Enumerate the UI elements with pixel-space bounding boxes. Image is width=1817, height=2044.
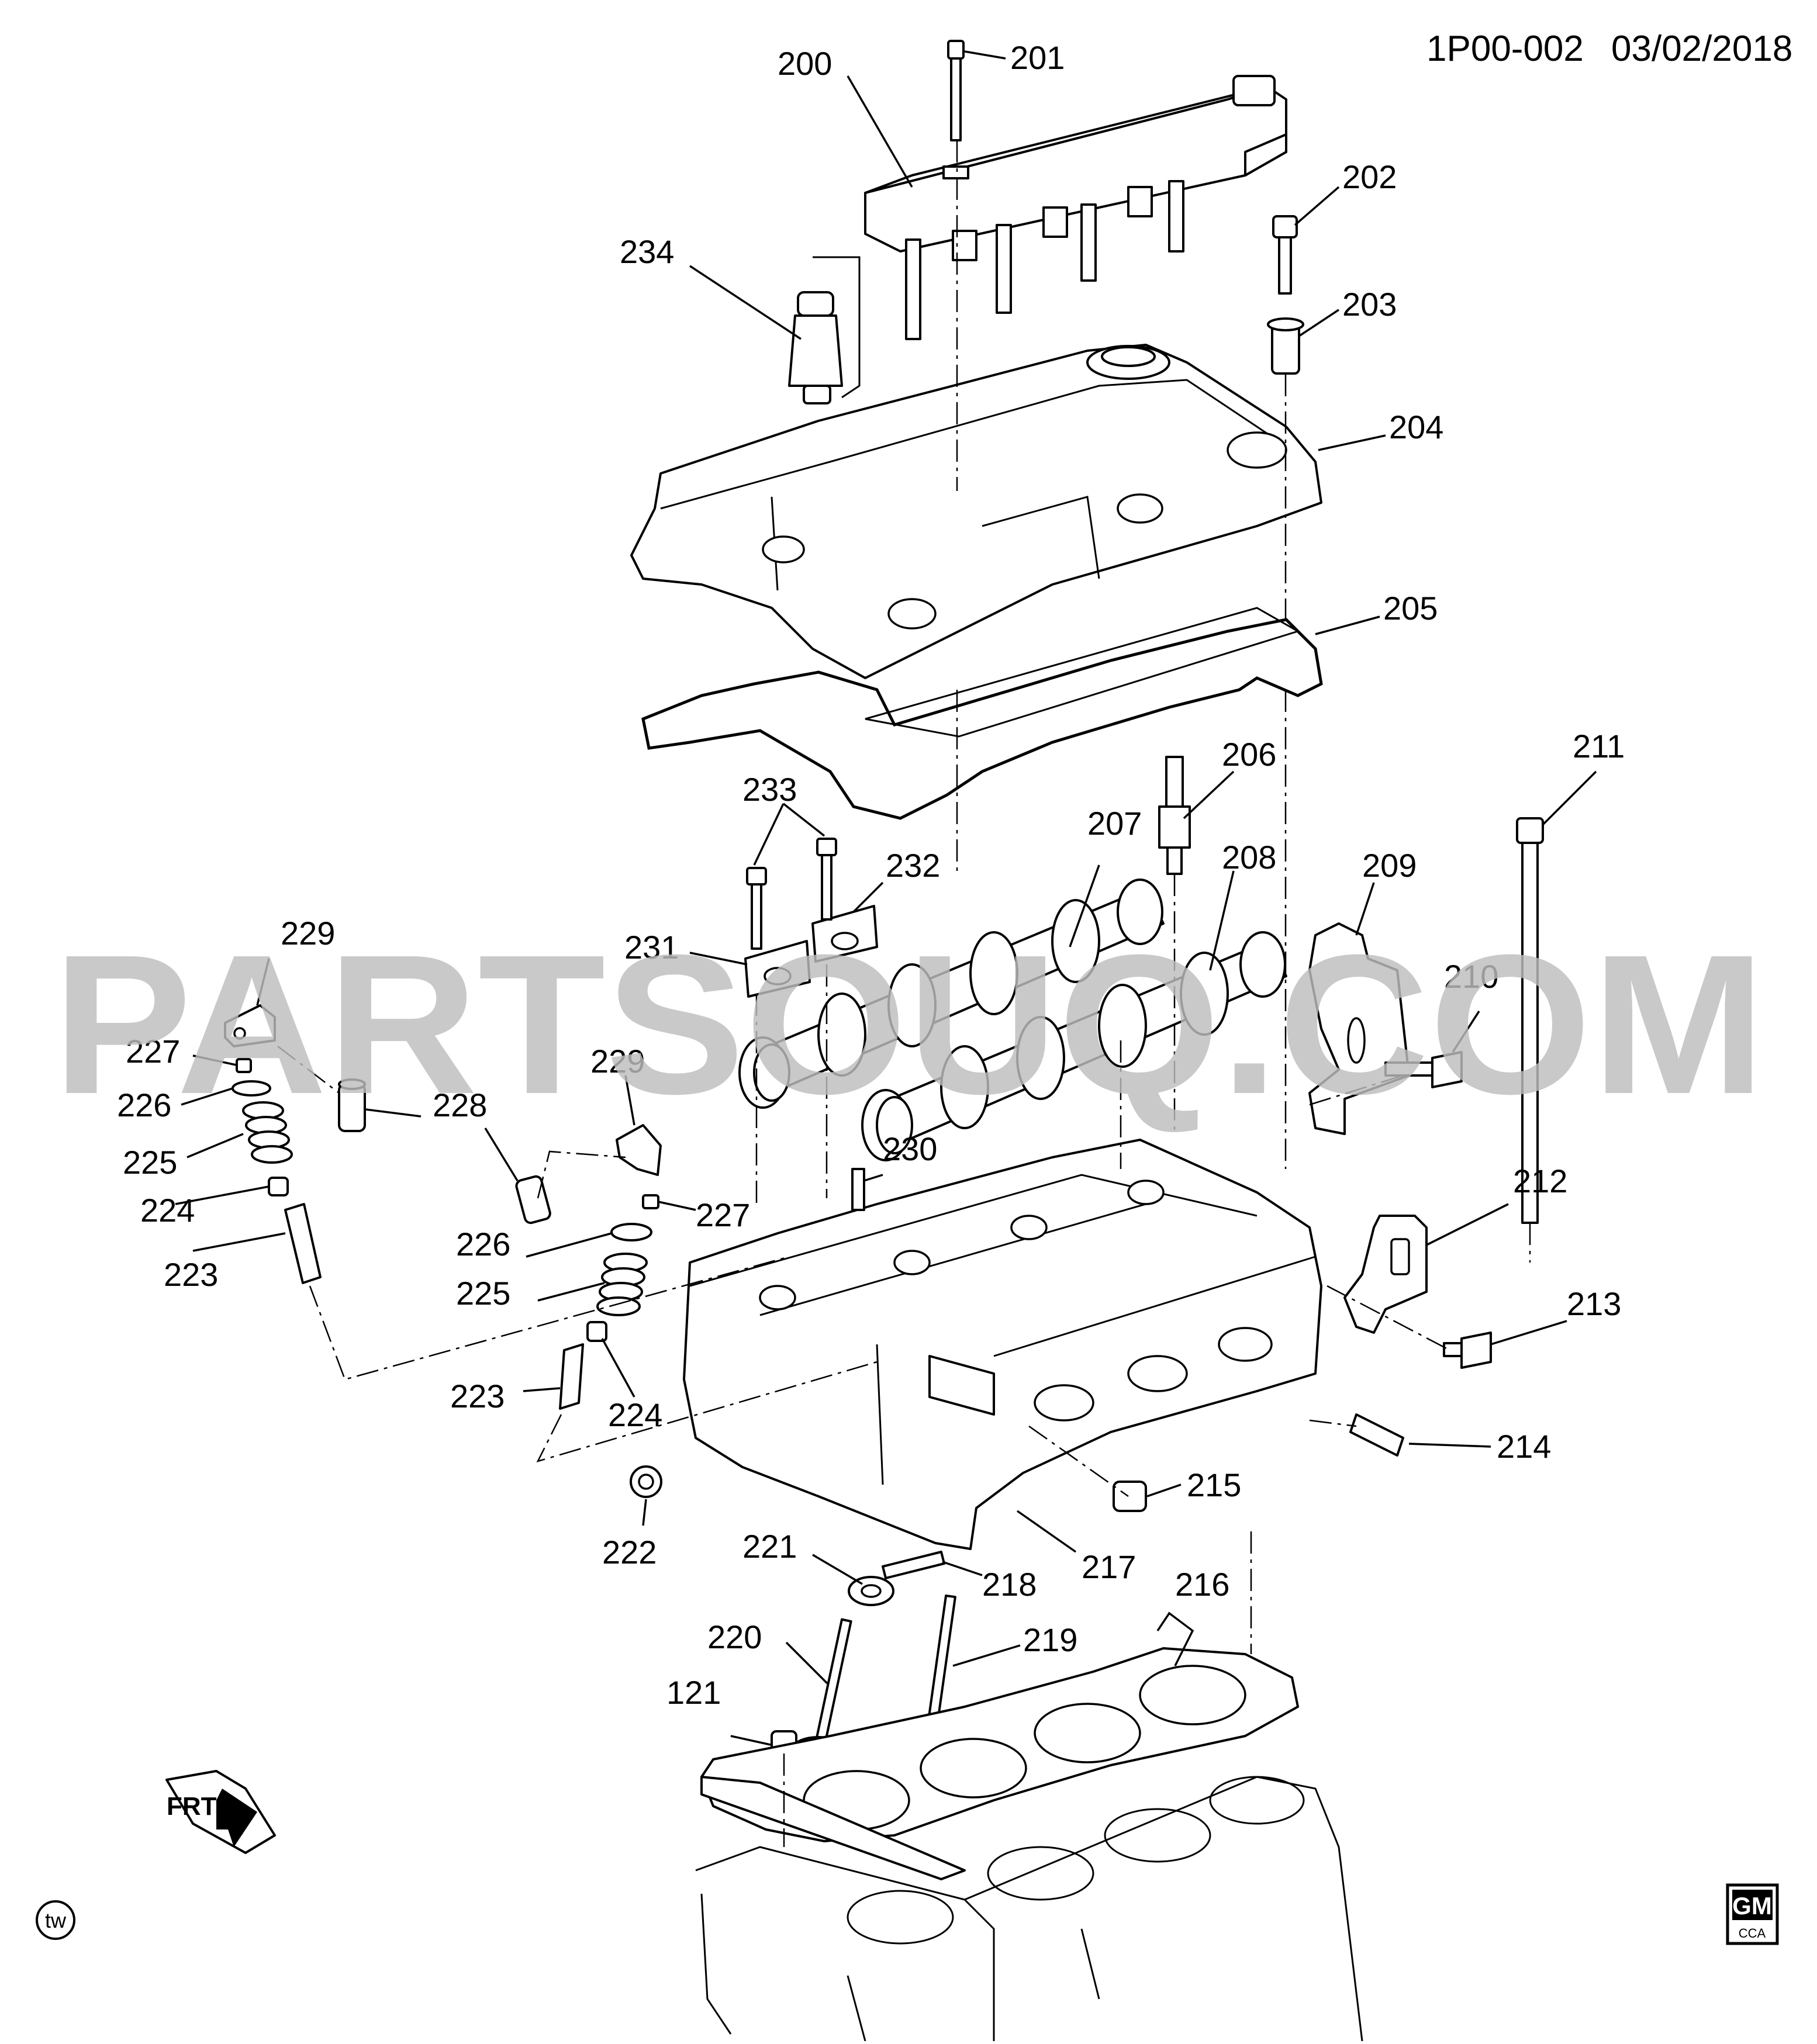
callout-212: 212: [1513, 1163, 1567, 1199]
seal-222: [630, 1465, 662, 1498]
bolt-211: [1516, 817, 1544, 1224]
callout-202: 202: [1342, 158, 1397, 195]
diagram-date: 03/02/2018: [1611, 29, 1792, 69]
assembly-lines: [277, 140, 1531, 1847]
callout-224b: 224: [608, 1396, 662, 1433]
callout-222: 222: [602, 1534, 657, 1571]
callout-121: 121: [666, 1674, 721, 1711]
valve-guide-223a: [284, 1203, 322, 1284]
spring-seat-226b: [610, 1223, 652, 1241]
valve-spring-225a: [242, 1101, 293, 1164]
callout-224a: 224: [140, 1192, 195, 1229]
callout-208: 208: [1222, 839, 1276, 876]
tw-badge: tw: [36, 1900, 75, 1940]
leader-lines: [175, 50, 1597, 1746]
callout-227a: 227: [126, 1033, 180, 1070]
stem-seal-224b: [586, 1321, 607, 1342]
callout-204: 204: [1389, 409, 1443, 445]
diagram-code: 1P00-002: [1426, 29, 1584, 69]
callout-223a: 223: [164, 1256, 218, 1293]
lash-adjuster-228a: [338, 1078, 366, 1132]
callout-225b: 225: [456, 1275, 510, 1312]
callout-231: 231: [624, 929, 679, 966]
callout-220: 220: [707, 1618, 762, 1655]
callout-215: 215: [1187, 1467, 1241, 1503]
stud-230: [851, 1168, 865, 1211]
callout-221: 221: [742, 1528, 797, 1565]
callout-226a: 226: [117, 1087, 171, 1123]
bracket-212: [1343, 1215, 1428, 1334]
coil-boot: [788, 256, 861, 404]
callout-227b: 227: [696, 1196, 750, 1233]
head-gasket: [700, 1647, 1299, 1880]
callout-labels: 200 201 202 203 204 205 206 207 208 209 …: [117, 39, 1625, 1711]
callout-205: 205: [1383, 590, 1438, 627]
spark-plug: [1158, 756, 1191, 875]
valve-seal-221: [848, 1576, 894, 1606]
callout-201: 201: [1010, 39, 1065, 76]
front-label: FRT: [167, 1792, 217, 1821]
callout-217: 217: [1082, 1548, 1136, 1585]
callout-209: 209: [1362, 847, 1417, 884]
bolt-213: [1443, 1331, 1492, 1369]
tw-label: tw: [45, 1908, 67, 1932]
coil-bolt: [942, 40, 969, 179]
callout-218: 218: [982, 1566, 1037, 1603]
callout-232: 232: [886, 847, 940, 884]
camshaft-cover: [630, 344, 1322, 679]
camshaft-intake: [738, 879, 1165, 1109]
cylinder-head: [683, 1139, 1322, 1550]
front-orientation-marker: FRT: [165, 1770, 276, 1854]
cover-isolator: [1267, 317, 1304, 375]
plug-215: [1113, 1481, 1147, 1512]
stem-seal-224a: [268, 1177, 289, 1196]
valve-key-218: [882, 1551, 945, 1579]
bolt-210: [1384, 1051, 1463, 1088]
cap-bolt-1: [746, 867, 767, 950]
callout-213: 213: [1567, 1285, 1621, 1322]
callout-206: 206: [1222, 736, 1276, 773]
callout-207: 207: [1087, 805, 1142, 842]
ignition-coil: [864, 75, 1287, 340]
callout-216: 216: [1175, 1566, 1229, 1603]
callout-223b: 223: [450, 1378, 505, 1414]
callout-200: 200: [778, 45, 832, 82]
callout-210: 210: [1444, 958, 1498, 995]
bearing-cap-1: [744, 940, 811, 998]
stud-214: [1349, 1413, 1404, 1457]
callout-203: 203: [1342, 286, 1397, 323]
callout-211: 211: [1573, 728, 1625, 765]
callout-214: 214: [1497, 1428, 1551, 1465]
engine-block: [695, 1776, 1363, 2042]
cover-gasket: [641, 607, 1323, 820]
callout-228: 228: [433, 1087, 487, 1123]
callout-226b: 226: [456, 1226, 510, 1263]
gm-logo-text: GM: [1732, 1892, 1772, 1920]
gm-logo-sub: CCA: [1739, 1926, 1766, 1941]
callout-229b: 229: [590, 1043, 645, 1080]
callout-225a: 225: [123, 1144, 177, 1181]
cover-bolt: [1272, 215, 1298, 295]
callout-229a: 229: [281, 915, 335, 952]
watermark: PARTSOUQ.COM: [53, 914, 1766, 1136]
valve-guide-223b: [559, 1343, 584, 1410]
callout-233: 233: [742, 771, 797, 808]
cap-bolt-2: [816, 838, 837, 921]
callout-230: 230: [883, 1130, 937, 1167]
valve-spring-225b: [596, 1253, 648, 1316]
callout-219: 219: [1023, 1621, 1077, 1658]
valve-keeper-227b: [642, 1194, 659, 1209]
lash-adjuster-228b: [515, 1175, 551, 1225]
gm-logo: GM CCA: [1726, 1883, 1779, 1945]
valve-keeper-227a: [236, 1058, 252, 1073]
rocker-arm-229a: [224, 1004, 276, 1047]
camshaft-exhaust: [861, 931, 1287, 1161]
callout-234: 234: [620, 233, 674, 270]
